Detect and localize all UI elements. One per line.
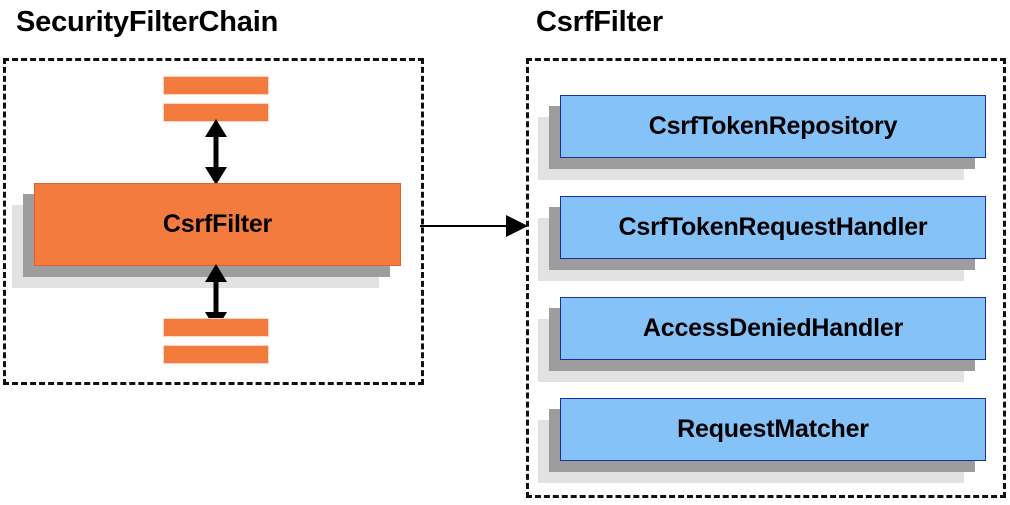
block-face: CsrfTokenRepository <box>560 95 986 158</box>
block-access-denied-handler[interactable]: AccessDeniedHandler <box>538 297 986 382</box>
arrow-chain-to-filter <box>420 206 532 246</box>
block-face: RequestMatcher <box>560 398 986 461</box>
block-label: CsrfTokenRepository <box>648 112 898 140</box>
panel-security-filter-chain <box>3 58 424 385</box>
filter-bar-bottom-2 <box>163 345 269 364</box>
panel-title-security-filter-chain: SecurityFilterChain <box>16 6 279 38</box>
filter-bar-bottom-1 <box>163 318 269 337</box>
block-csrf-token-repository[interactable]: CsrfTokenRepository <box>538 95 986 180</box>
block-label: CsrfFilter <box>162 210 273 238</box>
filter-bar-top-1 <box>163 76 269 95</box>
block-csrf-token-request-handler[interactable]: CsrfTokenRequestHandler <box>538 196 986 281</box>
block-csrf-filter[interactable]: CsrfFilter <box>12 183 401 288</box>
arrow-upper-double <box>198 119 234 185</box>
block-label: RequestMatcher <box>677 415 869 443</box>
block-request-matcher[interactable]: RequestMatcher <box>538 398 986 483</box>
block-label: CsrfTokenRequestHandler <box>618 213 928 241</box>
block-label: AccessDeniedHandler <box>642 314 904 342</box>
block-face: CsrfTokenRequestHandler <box>560 196 986 259</box>
panel-csrf-filter <box>526 58 1006 498</box>
block-face: CsrfFilter <box>34 183 401 266</box>
panel-title-csrf-filter: CsrfFilter <box>536 6 663 38</box>
block-face: AccessDeniedHandler <box>560 297 986 360</box>
